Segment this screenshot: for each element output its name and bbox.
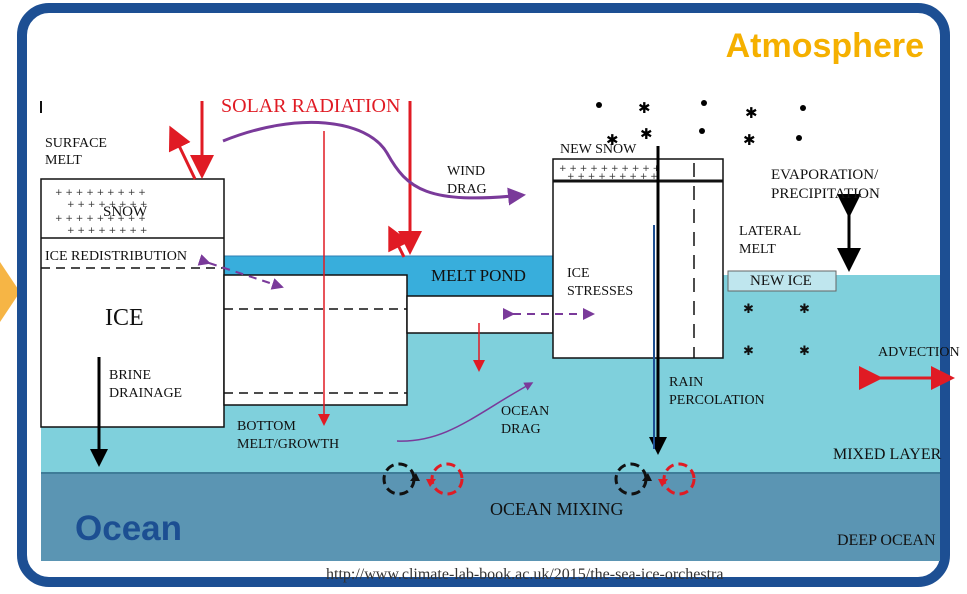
ocean-drag-label-2: DRAG: [501, 422, 541, 437]
middle-ice-block: [223, 274, 408, 406]
brine-drainage-label-2: DRAINAGE: [109, 386, 183, 401]
bottom-melt-label-1: BOTTOM: [237, 419, 296, 434]
svg-text:+ + + + + + + + +: + + + + + + + + +: [567, 172, 658, 182]
source-url: http://www.climate-lab-book.ac.uk/2015/t…: [326, 566, 724, 583]
solar-arrow-reflect-pond: [388, 225, 410, 258]
svg-text:+ + + + + + + + + +: + + + + + + + + + +: [559, 164, 660, 174]
svg-text:+ + + + + + + +: + + + + + + + +: [67, 226, 147, 236]
eddy-arrowheads: [410, 473, 668, 487]
svg-text:✱: ✱: [743, 131, 756, 149]
atmosphere-title: Atmosphere: [725, 27, 924, 65]
deep-ocean-label: DEEP OCEAN: [837, 532, 936, 549]
snow-label: SNOW: [103, 204, 148, 220]
rain-percolation-label-2: PERCOLATION: [669, 393, 765, 408]
surface-melt-label-2: MELT: [45, 153, 82, 168]
wind-drag-label-1: WIND: [447, 164, 486, 179]
svg-text:✱: ✱: [799, 302, 810, 317]
sea-ice-diagram: + + + + + + + + + + + + + + + + + + + + …: [40, 99, 955, 561]
diagram-frame: + + + + + + + + + + + + + + + + + + + + …: [17, 3, 960, 587]
svg-text:✱: ✱: [638, 99, 651, 117]
ice-stresses-label-2: STRESSES: [567, 284, 634, 299]
evaporation-label-1: EVAPORATION/: [771, 167, 879, 183]
svg-text:+ + + + + + + +: + + + + + + + +: [67, 200, 147, 210]
new-snow-texture: + + + + + + + + + + + + + + + + + + +: [559, 164, 660, 182]
new-snow-label: NEW SNOW: [560, 142, 637, 157]
rain-percolation-label-1: RAIN: [669, 375, 704, 390]
left-snow-texture: + + + + + + + + + + + + + + + + + + + + …: [55, 188, 147, 236]
svg-text:✱: ✱: [799, 344, 810, 359]
ocean-title: Ocean: [75, 509, 182, 548]
brine-drainage-label-1: BRINE: [109, 368, 151, 383]
mixed-layer-label: MIXED LAYER: [833, 446, 942, 463]
tall-ice-block: [552, 158, 724, 359]
evaporation-label-2: PRECIPITATION: [771, 186, 880, 202]
lateral-melt-label-1: LATERAL: [739, 224, 802, 239]
wind-drag-label-2: DRAG: [447, 182, 487, 197]
ice-redistribution-label: ICE REDISTRIBUTION: [45, 249, 187, 264]
svg-text:+ + + + + + + + +: + + + + + + + + +: [55, 214, 146, 224]
svg-text:✱: ✱: [743, 302, 754, 317]
new-ice-block: [727, 270, 837, 292]
surface-melt-label-1: SURFACE: [45, 136, 107, 151]
svg-text:✱: ✱: [745, 104, 758, 122]
melt-pond-label: MELT POND: [431, 266, 526, 285]
bottom-melt-label-2: MELT/GROWTH: [237, 437, 340, 452]
lateral-melt-label-2: MELT: [739, 242, 776, 257]
svg-text:✱: ✱: [640, 125, 653, 143]
ocean-mixing-label: OCEAN MIXING: [490, 499, 624, 519]
deep-ocean-water: [41, 473, 940, 561]
ice-label: ICE: [105, 305, 144, 331]
advection-label: ADVECTION: [878, 345, 960, 360]
wind-drag-arrow: [222, 120, 526, 206]
ocean-drag-arrow: [396, 382, 534, 442]
solar-arrow-reflect-left: [168, 125, 197, 180]
svg-text:✱: ✱: [743, 344, 754, 359]
ice-stresses-label-1: ICE: [567, 266, 590, 281]
new-ice-label: NEW ICE: [750, 273, 812, 289]
precipitation-symbols: ✱ ✱ ✱ ✱ ✱: [596, 99, 806, 149]
side-pointer-tab: [0, 262, 20, 322]
svg-text:✱: ✱: [606, 131, 619, 149]
svg-text:+ + + + + + + + +: + + + + + + + + +: [55, 188, 146, 198]
solar-radiation-label: SOLAR RADIATION: [221, 95, 401, 117]
frazil-ice-symbols: ✱ ✱ ✱ ✱: [743, 302, 810, 359]
left-ice-block: [40, 178, 225, 428]
ocean-drag-label-1: OCEAN: [501, 404, 550, 419]
